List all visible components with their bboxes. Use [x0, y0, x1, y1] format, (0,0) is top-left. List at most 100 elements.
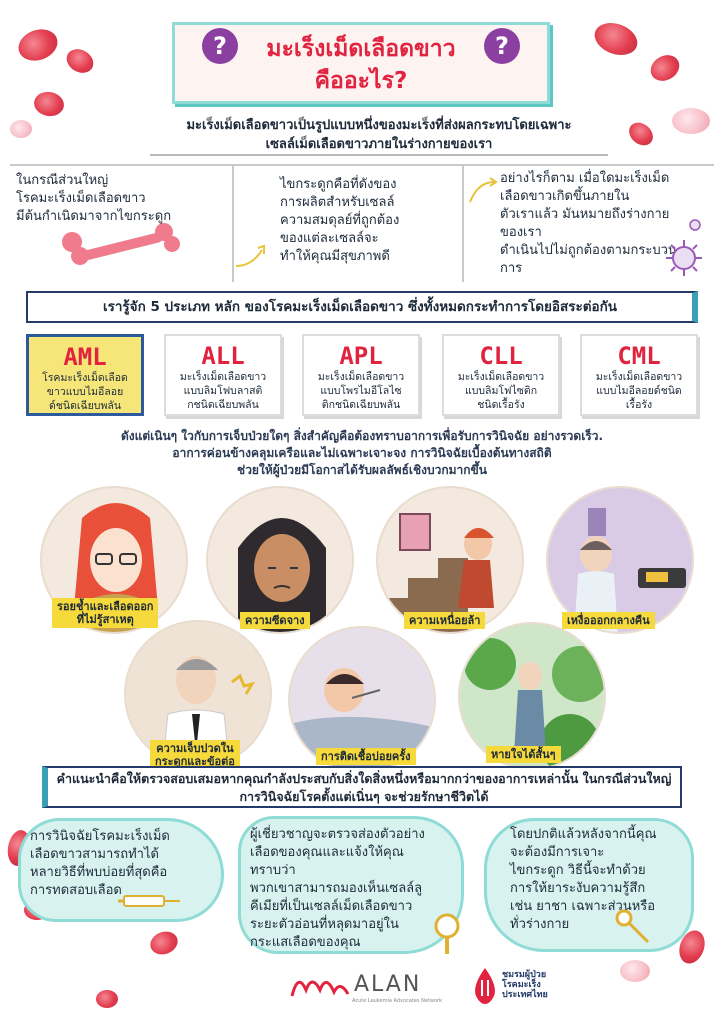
symptom-label-shortness-of-breath: หายใจได้สั้นๆ — [486, 746, 561, 763]
text-line: ประเทศไทย — [502, 990, 548, 1000]
text-line: มะเร็งเม็ดเลือดขาว — [595, 371, 683, 383]
text-line: คีเมียที่เป็นเซลล์เม็ดเลือดขาว — [250, 899, 413, 914]
text-line: แบบลิมโฟไซติก — [464, 385, 538, 397]
text-line: โรคมะเร็งเม็ดเลือด — [42, 372, 128, 384]
blood-drop-logo-icon — [475, 968, 495, 1004]
diagnosis-text-2: ผู้เชี่ยวชาญจะตรวจส่องตัวอย่าง เลือดของค… — [250, 826, 464, 952]
page-title-line2: คืออะไร? — [314, 68, 408, 94]
text-line: โรคมะเร็งเม็ดเลือดขาว — [16, 191, 146, 206]
type-abbreviation: CLL — [479, 342, 523, 370]
types-banner: เรารู้จัก 5 ประเภท หลัก ของโรคมะเร็งเม็ด… — [26, 291, 698, 323]
diagnosis-blob-2 — [238, 816, 464, 954]
type-card-all: ALL มะเร็งเม็ดเลือดขาว แบบลิมโฟบลาสติ กช… — [164, 334, 282, 416]
text-line: ที่ไม่รู้สาเหตุ — [76, 613, 134, 626]
text-line: อย่างไรก็ตาม เมื่อใดมะเร็งเม็ด — [500, 171, 670, 186]
question-mark-icon: ? — [484, 28, 520, 64]
arrow-icon — [469, 177, 498, 203]
type-card-aml: AML โรคมะเร็งเม็ดเลือด ขาวแบบไมอีลอย ด์ช… — [26, 334, 144, 416]
text-line: ของเรา — [500, 225, 542, 240]
early-diagnosis-paragraph: ดังแต่เนินๆ ใวกับการเจ็บป่วยใดๆ สิ่งสำคั… — [60, 428, 664, 479]
text-line: ด์ชนิดเฉียบพลัน — [48, 400, 122, 412]
blood-cell-decoration — [590, 17, 642, 61]
symptom-label-bone-pain: ความเจ็บปวดใน กระดูกและข้อต่อ — [150, 740, 240, 770]
type-card-cml: CML มะเร็งเม็ดเลือดขาว แบบไมอีลอยด์ชนิด … — [580, 334, 698, 416]
divider — [462, 164, 464, 282]
type-abbreviation: ALL — [201, 342, 245, 370]
type-description: โรคมะเร็งเม็ดเลือด ขาวแบบไมอีลอย ด์ชนิดเ… — [29, 371, 141, 413]
text-line: ทราบว่า — [250, 863, 296, 878]
alan-logo-icon — [290, 980, 350, 997]
virus-icon — [689, 219, 701, 231]
type-card-cll: CLL มะเร็งเม็ดเลือดขาว แบบลิมโฟไซติก ชนิ… — [442, 334, 560, 416]
type-description: มะเร็งเม็ดเลือดขาว แบบลิมโฟบลาสติ กชนิดเ… — [166, 370, 280, 412]
blood-cell-decoration — [14, 24, 62, 66]
arrow-icon — [235, 244, 265, 267]
text-line: เช่น ยาชา เฉพาะส่วนหรือ — [510, 899, 656, 914]
type-abbreviation: APL — [339, 342, 383, 370]
text-line: ความเจ็บปวดใน — [156, 742, 234, 755]
text-line: ความซีดจาง — [245, 614, 305, 627]
text-line: ช่วยให้ผู้ป่วยมีโอกาสได้รับผลลัพธ์เชิงบว… — [237, 463, 487, 477]
text-line: ระยะตัวอ่อนที่หลุดมาอยู่ใน — [250, 917, 399, 932]
intro-line2: เซลล์เม็ดเลือดขาวภายในร่างกายของเรา — [265, 137, 493, 152]
blood-cell-decoration — [32, 89, 66, 119]
blood-cell-decoration — [96, 990, 118, 1008]
intro-column-1: ในกรณีส่วนใหญ่ โรคมะเร็งเม็ดเลือดขาว มีต… — [16, 172, 230, 226]
text-line: เลือดขาวสามารถทำได้ — [30, 847, 159, 862]
alan-logo-subtitle: Acute Leukemia Advocates Network — [352, 998, 442, 1004]
text-line: ทำให้คุณมีสุขภาพดี — [280, 249, 390, 264]
diagnosis-text-3: โดยปกติแล้วหลังจากนี้คุณ จะต้องมีการเจาะ… — [510, 826, 690, 934]
type-description: มะเร็งเม็ดเลือดขาว แบบไมอีลอยด์ชนิด เรื้… — [582, 370, 696, 412]
intro-banner: มะเร็งเม็ดเลือดขาวเป็นรูปแบบหนึ่งของมะเร… — [150, 116, 608, 156]
text-line: คำแนะนำคือให้ตรวจสอบเสมอหากคุณกำลังประสบ… — [56, 771, 672, 786]
text-line: อาการค่อนข้างคลุมเครือและไม่เฉพาะเจาะจง … — [172, 446, 552, 460]
text-line: ดำเนินไปไม่ถูกต้องตามกระบวน — [500, 243, 677, 258]
blood-cell-decoration — [10, 120, 32, 138]
text-line: แบบโพรไมอีโลไซ — [320, 385, 402, 397]
text-line: หายใจได้สั้นๆ — [491, 748, 556, 761]
text-line: ทั่วร่างกาย — [510, 917, 570, 932]
symptom-label-night-sweats: เหงื่อออกกลางคืน — [562, 612, 655, 629]
text-line: กชนิดเฉียบพลัน — [187, 399, 259, 411]
text-line: การวินิจฉัยโรคตั้งแต่เนิ่นๆ จะช่วยรักษาช… — [239, 789, 489, 804]
text-line: ชนิดเรื้อรัง — [477, 399, 525, 411]
text-line: ความสมดุลย์ที่ถูกต้อง — [280, 213, 400, 228]
text-line: มะเร็งเม็ดเลือดขาว — [317, 371, 405, 383]
blood-cell-decoration — [672, 108, 710, 134]
symptom-label-fatigue: ความเหนื่อยล้า — [404, 612, 486, 629]
type-description: มะเร็งเม็ดเลือดขาว แบบลิมโฟไซติก ชนิดเรื… — [444, 370, 558, 412]
text-line: เหงื่อออกกลางคืน — [567, 614, 650, 627]
text-line: ผู้เชี่ยวชาญจะตรวจส่องตัวอย่าง — [250, 827, 425, 842]
text-line: โดยปกติแล้วหลังจากนี้คุณ — [510, 827, 657, 842]
question-mark-icon: ? — [202, 28, 238, 64]
text-line: เลือดของคุณและแจ้งให้คุณ — [250, 845, 404, 860]
needle-icon — [615, 909, 650, 944]
blood-cell-decoration — [62, 44, 98, 78]
divider — [232, 164, 234, 282]
text-line: การ — [500, 261, 523, 276]
text-line: แบบลิมโฟบลาสติ — [183, 385, 263, 397]
text-line: มะเร็งเม็ดเลือดขาว — [457, 371, 545, 383]
blood-cell-decoration — [646, 50, 684, 86]
text-line: ดังแต่เนินๆ ใวกับการเจ็บป่วยใดๆ สิ่งสำคั… — [120, 429, 604, 443]
diagnosis-text-1: การวินิจฉัยโรคมะเร็งเม็ด เลือดขาวสามารถท… — [30, 828, 226, 900]
symptom-illustration-pallor — [206, 486, 354, 634]
text-line: รอยช้ำและเลือดออก — [57, 600, 154, 613]
symptom-illustration-night-sweats — [546, 486, 694, 634]
text-line: ขาวแบบไมอีลอย — [46, 386, 124, 398]
diagnosis-blob-3 — [484, 818, 694, 952]
alan-logo-text: ALAN — [354, 972, 422, 997]
symptom-label-bruising: รอยช้ำและเลือดออก ที่ไม่รู้สาเหตุ — [52, 598, 159, 628]
text-line: หลายวิธีที่พบบ่อยที่สุดคือ — [30, 865, 168, 880]
text-line: พวกเขาสามารถมองเห็นเซลล์ลู — [250, 881, 423, 896]
diagnosis-blob-1 — [18, 818, 224, 922]
text-line: ไขกระดูกคือที่ดังของ — [280, 177, 397, 192]
text-line: จะต้องมีการเจาะ — [510, 845, 605, 860]
type-card-apl: APL มะเร็งเม็ดเลือดขาว แบบโพรไมอีโลไซ ติ… — [302, 334, 420, 416]
text-line: กระดูกและข้อต่อ — [155, 755, 235, 768]
text-line: แบบไมอีลอยด์ชนิด — [596, 385, 682, 397]
syringe-icon — [118, 895, 180, 907]
text-line: การวินิจฉัยโรคมะเร็งเม็ด — [30, 829, 170, 844]
text-line: การให้ยาระงับความรู้สึก — [510, 881, 646, 896]
text-line: ในกรณีส่วนใหญ่ — [16, 173, 109, 188]
